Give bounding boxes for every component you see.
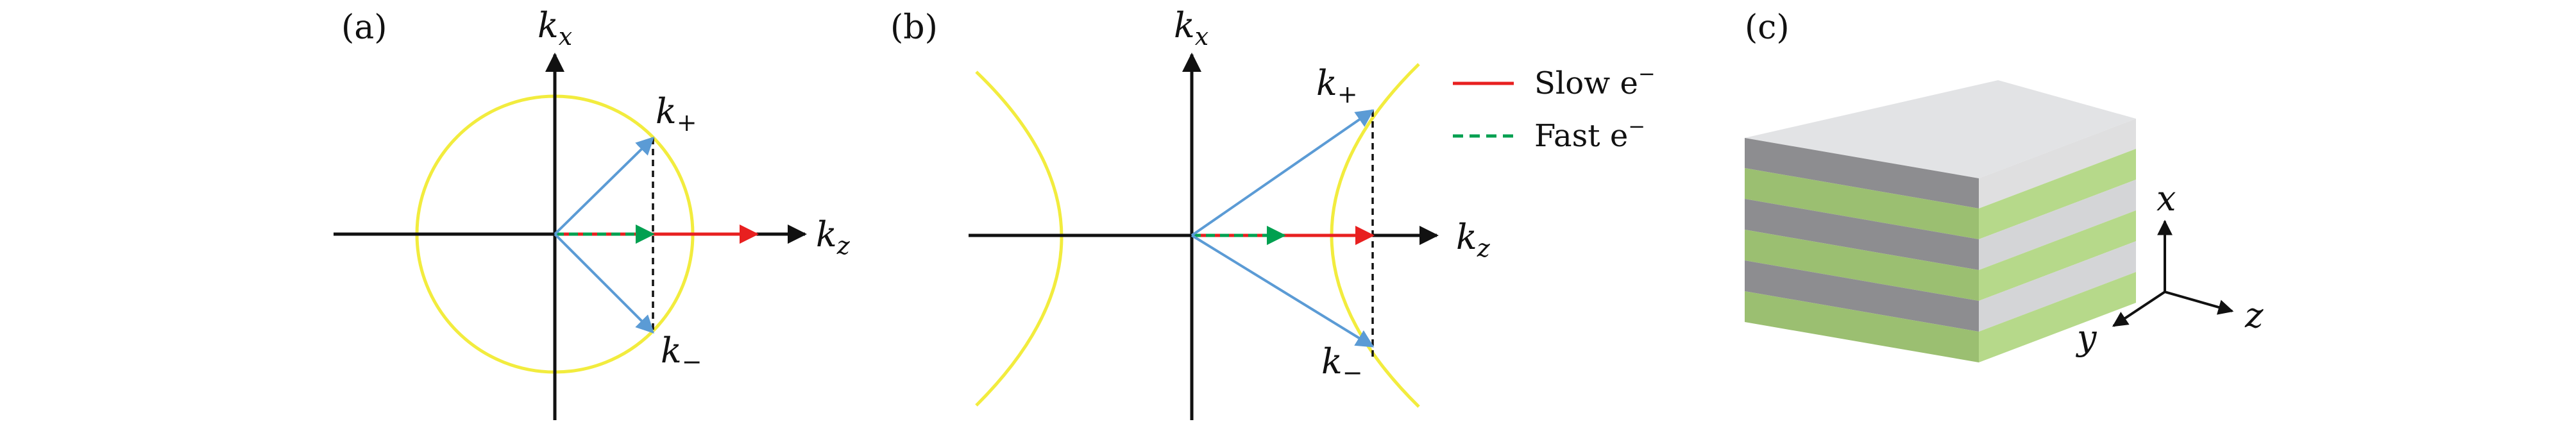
multilayer-block — [1745, 80, 2136, 362]
front-layer-5 — [1745, 260, 1979, 332]
isofrequency-hyperbola-left — [975, 71, 1063, 407]
right-layer-3 — [1979, 180, 2136, 270]
front-layer-4 — [1745, 230, 1979, 301]
k-minus-vector — [554, 233, 654, 334]
legend-slow-label: Slow e− — [1534, 62, 1656, 101]
right-layer-6 — [1979, 272, 2136, 362]
k-plus-label: k+ — [1316, 63, 1358, 108]
right-layer-1 — [1979, 119, 2136, 208]
right-layer-2 — [1979, 149, 2136, 239]
panel-a: (a) kx kz k+ k− — [334, 5, 851, 420]
k-plus-vector — [554, 137, 654, 235]
x-axis-label: x — [2157, 178, 2176, 219]
kx-axis-label: kx — [538, 5, 572, 51]
block-top-face — [1745, 80, 2136, 178]
z-axis-label: z — [2244, 295, 2264, 335]
coordinate-axes: x z y — [2076, 178, 2264, 358]
k-minus-vector — [1191, 234, 1375, 348]
front-layer-6 — [1745, 291, 1979, 362]
z-axis-arrow — [2164, 291, 2234, 315]
kz-axis-label: kz — [816, 214, 851, 260]
panel-a-label: (a) — [341, 8, 387, 47]
panel-c-label: (c) — [1745, 8, 1790, 47]
kz-axis-label: kz — [1456, 217, 1491, 262]
k-minus-label: k− — [1321, 341, 1363, 387]
k-plus-label: k+ — [656, 91, 697, 137]
k-minus-label: k− — [661, 330, 702, 376]
front-layer-3 — [1745, 199, 1979, 270]
kx-axis-label: kx — [1174, 5, 1208, 51]
front-layer-2 — [1745, 168, 1979, 239]
panel-b: (b) kx kz k+ k− Slow e− Fast e− — [890, 5, 1656, 420]
right-layer-5 — [1979, 241, 2136, 332]
legend-fast-label: Fast e− — [1534, 114, 1645, 154]
legend: Slow e− Fast e− — [1453, 62, 1656, 154]
y-axis-arrow — [2112, 291, 2166, 327]
y-axis-label: y — [2076, 318, 2097, 358]
panel-c: (c) x z y — [1745, 8, 2264, 362]
front-layer-1 — [1745, 138, 1979, 208]
k-plus-vector — [1191, 109, 1375, 237]
right-layer-4 — [1979, 210, 2136, 301]
panel-b-label: (b) — [890, 8, 938, 47]
